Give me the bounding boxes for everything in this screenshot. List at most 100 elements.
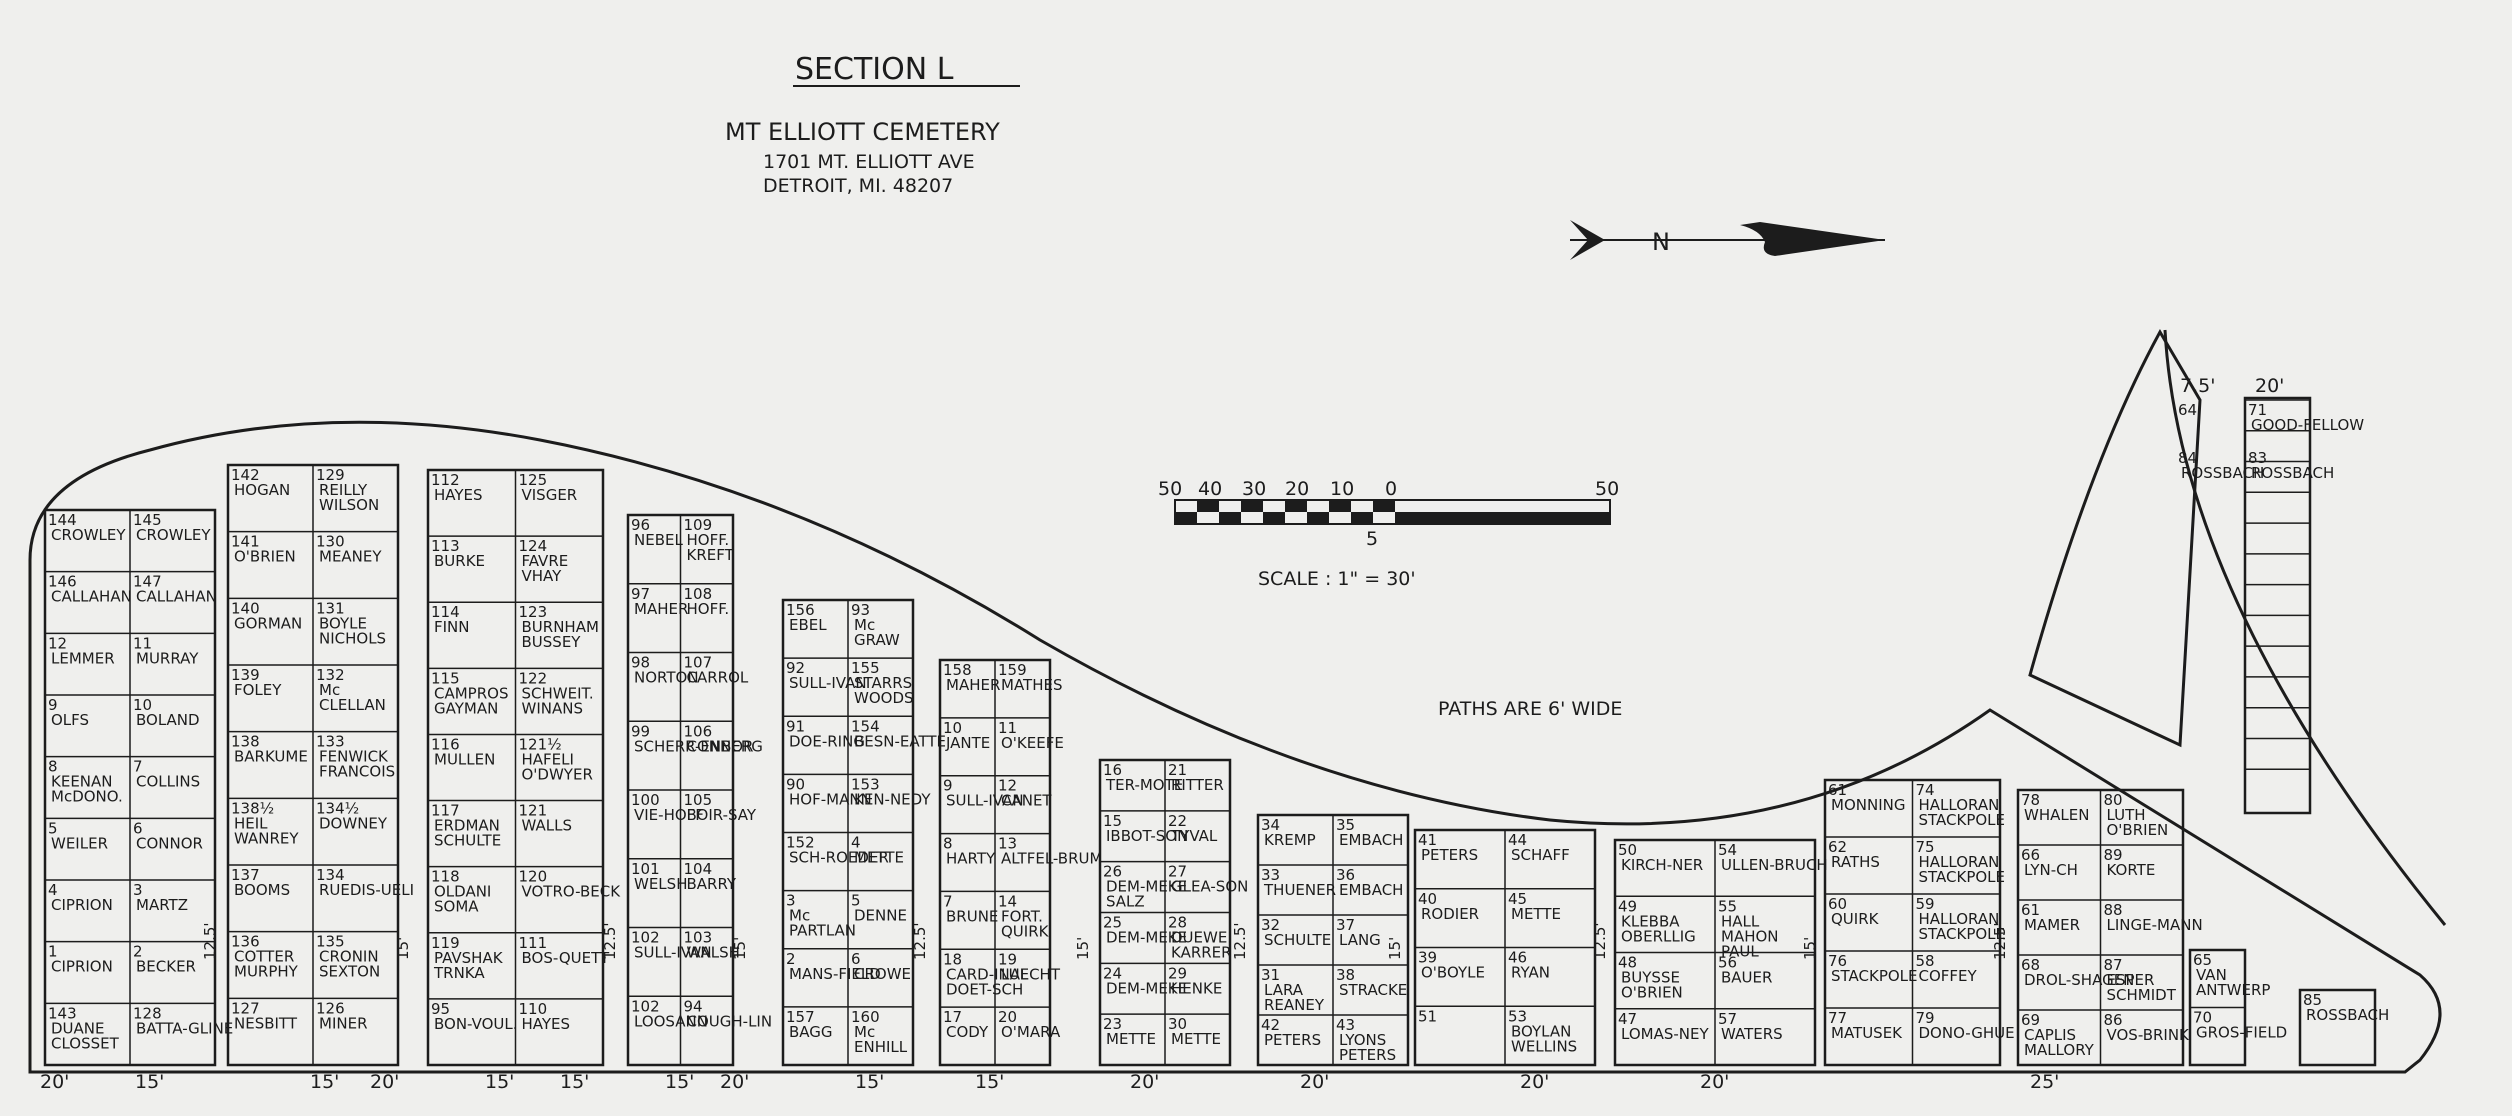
- lot[interactable]: 51: [1418, 1007, 1437, 1025]
- lot[interactable]: 20O'MARA: [998, 1008, 1061, 1041]
- lot[interactable]: 64: [2178, 401, 2197, 419]
